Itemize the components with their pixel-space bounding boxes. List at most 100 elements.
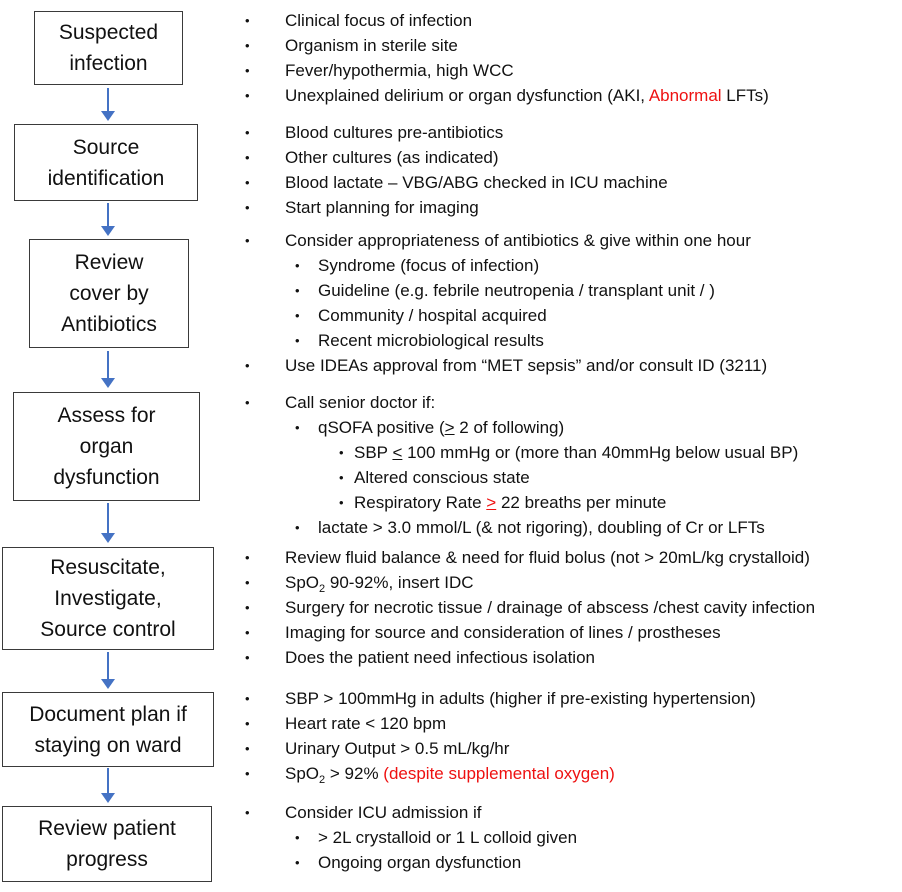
bullet-icon: •	[245, 175, 250, 190]
down-arrow-icon	[101, 351, 115, 388]
bullet-text: Unexplained delirium or organ dysfunctio…	[285, 86, 769, 105]
bullet-text: Urinary Output > 0.5 mL/kg/hr	[285, 739, 510, 758]
bullet-icon: •	[245, 150, 250, 165]
bullet-item: • lactate > 3.0 mmol/L (& not rigoring), …	[240, 515, 900, 540]
bullet-item: • Consider appropriateness of antibiotics…	[240, 228, 900, 253]
bullet-icon: •	[245, 125, 250, 140]
bullet-text: Consider appropriateness of antibiotics …	[285, 231, 751, 250]
bullet-icon: •	[295, 283, 300, 298]
bullet-item: •Imaging for source and consideration of…	[240, 620, 900, 645]
bullet-item: • Consider ICU admission if	[240, 800, 900, 825]
bullet-item: • SpO2 > 92% (despite supplemental oxygen…	[240, 761, 900, 786]
bullet-section: •Call senior doctor if:•qSOFA positive (…	[240, 390, 900, 540]
bullet-icon: •	[245, 805, 250, 820]
down-arrow-icon	[101, 88, 115, 121]
bullet-item: •Review fluid balance & need for fluid b…	[240, 545, 900, 570]
bullet-icon: •	[339, 495, 344, 510]
bullet-item: •Clinical focus of infection	[240, 8, 900, 33]
down-arrow-icon	[101, 768, 115, 803]
bullet-item: •Unexplained delirium or organ dysfuncti…	[240, 83, 900, 108]
bullet-item: •Community / hospital acquired	[240, 303, 900, 328]
bullet-item: •Ongoing organ dysfunction	[240, 850, 900, 875]
bullet-icon: •	[295, 830, 300, 845]
bullet-item: • SpO2 90-92%, insert IDC	[240, 570, 900, 595]
flow-step-box: Review patient progress	[2, 806, 212, 882]
bullet-text: Altered conscious state	[354, 468, 530, 487]
flow-step-label: staying on ward	[34, 733, 182, 757]
bullet-icon: •	[295, 855, 300, 870]
bullet-icon: •	[245, 716, 250, 731]
bullet-item: •qSOFA positive (> 2 of following)	[240, 415, 900, 440]
bullet-text: Review fluid balance & need for fluid bo…	[285, 548, 810, 567]
bullet-icon: •	[295, 520, 300, 535]
bullet-icon: •	[245, 38, 250, 53]
flow-step-label: organ	[79, 435, 134, 458]
bullet-item: • > 2L crystalloid or 1 L colloid given	[240, 825, 900, 850]
flow-step-label: Review	[74, 251, 144, 274]
bullet-icon: •	[245, 575, 250, 590]
flow-step-label: Suspected	[58, 21, 159, 44]
bullet-item: • Fever/hypothermia, high WCC	[240, 58, 900, 83]
bullet-icon: •	[245, 741, 250, 756]
bullet-item: • Heart rate < 120 bpm	[240, 711, 900, 736]
flow-step-box: Suspected infection	[34, 11, 183, 85]
bullet-item: •Guideline (e.g. febrile neutropenia / t…	[240, 278, 900, 303]
bullet-item: • Blood cultures pre-antibiotics	[240, 120, 900, 145]
bullet-item: •SBP < 100 mmHg or (more than 40mmHg bel…	[240, 440, 900, 465]
bullet-text: SpO2 > 92% (despite supplemental oxygen)	[285, 764, 615, 786]
bullet-item: •Syndrome (focus of infection)	[240, 253, 900, 278]
bullet-icon: •	[245, 233, 250, 248]
bullet-text: lactate > 3.0 mmol/L (& not rigoring), d…	[318, 518, 765, 537]
flow-step-label: infection	[69, 52, 148, 75]
bullet-section: • Consider appropriateness of antibiotics…	[240, 228, 900, 378]
flow-step-label: Resuscitate,	[50, 556, 166, 579]
bullet-icon: •	[339, 445, 344, 460]
flow-step-label: Source	[72, 135, 140, 159]
bullet-text: Blood cultures pre-antibiotics	[285, 123, 504, 142]
bullet-text: SBP > 100mmHg in adults (higher if pre-e…	[285, 689, 756, 708]
bullet-item: •Surgery for necrotic tissue / drainage …	[240, 595, 900, 620]
bullet-item: •Use IDEAs approval from “MET sepsis” an…	[240, 353, 900, 378]
bullet-text: Surgery for necrotic tissue / drainage o…	[285, 598, 816, 617]
bullet-section: •Clinical focus of infection • Organism in…	[240, 8, 900, 108]
bullet-text: Recent microbiological results	[318, 331, 544, 350]
bullet-text: Does the patient need infectious isolati…	[285, 648, 595, 667]
bullet-icon: •	[245, 200, 250, 215]
flow-step-label: Antibiotics	[61, 313, 157, 336]
bullet-icon: •	[295, 258, 300, 273]
bullet-item: •Other cultures (as indicated)	[240, 145, 900, 170]
flow-step-box: Resuscitate, Investigate, Source control	[2, 547, 214, 650]
bullet-text: Consider ICU admission if	[285, 803, 482, 822]
bullet-icon: •	[295, 308, 300, 323]
bullet-icon: •	[245, 691, 250, 706]
bullet-icon: •	[295, 333, 300, 348]
bullet-text: Organism in sterile site	[285, 36, 458, 55]
bullet-item: •Blood lactate – VBG/ABG checked in ICU …	[240, 170, 900, 195]
bullet-icon: •	[295, 420, 300, 435]
flow-step-label: progress	[66, 848, 148, 871]
bullet-item: • Urinary Output > 0.5 mL/kg/hr	[240, 736, 900, 761]
bullet-icon: •	[245, 625, 250, 640]
bullet-text: SpO2 90-92%, insert IDC	[285, 573, 474, 595]
bullet-item: • Does the patient need infectious isolat…	[240, 645, 900, 670]
bullet-icon: •	[245, 766, 250, 781]
bullet-item: •Start planning for imaging	[240, 195, 900, 220]
flow-step-label: Review patient	[38, 817, 176, 840]
bullet-item: • Organism in sterile site	[240, 33, 900, 58]
bullet-icon: •	[245, 395, 250, 410]
bullet-icon: •	[245, 650, 250, 665]
bullet-text: Fever/hypothermia, high WCC	[285, 61, 514, 80]
flow-step-label: Investigate,	[54, 587, 162, 610]
bullet-item: •Altered conscious state	[240, 465, 900, 490]
flow-step-label: Document plan if	[29, 702, 187, 726]
flow-step-label: dysfunction	[53, 466, 160, 489]
bullet-icon: •	[245, 358, 250, 373]
down-arrow-icon	[101, 203, 115, 236]
flow-step-label: Source control	[40, 618, 176, 641]
bullet-text: Heart rate < 120 bpm	[285, 714, 447, 733]
bullet-icon: •	[245, 63, 250, 78]
bullet-text: > 2L crystalloid or 1 L colloid given	[318, 828, 578, 847]
